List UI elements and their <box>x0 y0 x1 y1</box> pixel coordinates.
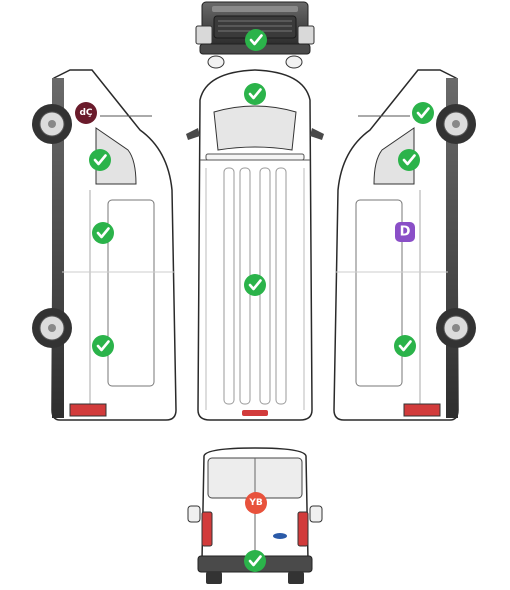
marker-left-rear-panel[interactable] <box>92 335 114 357</box>
left-front-wheel <box>32 104 72 144</box>
check-icon <box>248 88 262 100</box>
check-icon <box>398 340 412 352</box>
check-badge <box>92 222 114 244</box>
marker-top-windshield[interactable] <box>244 83 266 105</box>
damage-code-label: D <box>400 225 411 240</box>
check-badge <box>394 335 416 357</box>
left-rear-wheel <box>32 308 72 348</box>
right-rear-wheel <box>436 308 476 348</box>
damage-badge <box>75 102 97 124</box>
check-icon <box>96 227 110 239</box>
front-view <box>195 1 315 69</box>
check-icon <box>249 34 263 46</box>
damage-code-label: dÇ <box>79 108 92 118</box>
check-icon <box>248 555 262 567</box>
check-icon <box>402 154 416 166</box>
top-view <box>186 69 324 421</box>
marker-right-rear-panel[interactable] <box>394 335 416 357</box>
check-badge <box>245 29 267 51</box>
check-icon <box>248 279 262 291</box>
marker-top-roof[interactable] <box>244 274 266 296</box>
check-icon <box>96 340 110 352</box>
marker-right-side-door[interactable]: D <box>395 222 415 242</box>
marker-right-cab-window[interactable] <box>398 149 420 171</box>
marker-right-front-wheel[interactable] <box>412 102 434 124</box>
check-badge <box>398 149 420 171</box>
marker-rear-doors[interactable]: YB <box>245 492 267 514</box>
damage-code-label: YB <box>248 498 263 508</box>
check-badge <box>244 550 266 572</box>
check-badge <box>89 149 111 171</box>
check-badge <box>92 335 114 357</box>
marker-front-center[interactable] <box>245 29 267 51</box>
inspection-markers: dÇ D YB <box>75 29 434 572</box>
marker-left-front-wheel[interactable]: dÇ <box>75 102 97 124</box>
right-front-wheel <box>436 104 476 144</box>
marker-left-side-door[interactable] <box>92 222 114 244</box>
damage-badge <box>395 222 415 242</box>
marker-left-cab-window[interactable] <box>89 149 111 171</box>
check-icon <box>93 154 107 166</box>
check-badge <box>244 83 266 105</box>
check-badge <box>244 274 266 296</box>
marker-rear-bumper[interactable] <box>244 550 266 572</box>
check-icon <box>416 107 430 119</box>
damage-badge <box>245 492 267 514</box>
check-badge <box>412 102 434 124</box>
